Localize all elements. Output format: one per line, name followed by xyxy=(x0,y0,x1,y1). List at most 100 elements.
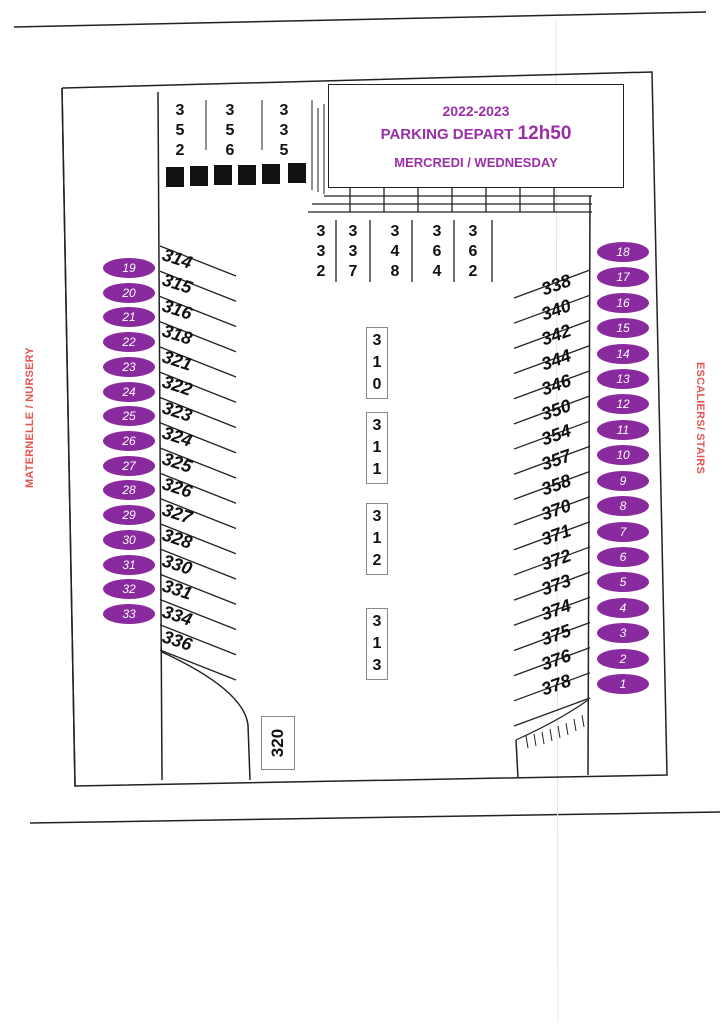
top-slot-362-digit: 2 xyxy=(468,263,478,280)
slot-320-label: 320 xyxy=(268,728,287,758)
right-stall-line xyxy=(513,647,591,677)
top-slot-348-digit: 4 xyxy=(390,243,400,260)
top-slot-364-digit: 6 xyxy=(432,243,442,260)
top-slot-332-digit: 3 xyxy=(316,243,326,260)
bus-stop-27: 27 xyxy=(103,455,155,476)
bus-stop-23: 23 xyxy=(103,356,155,377)
left-stall-line xyxy=(159,245,237,277)
bus-stop-9: 9 xyxy=(597,470,649,491)
top-slot-364-digit: 3 xyxy=(432,223,442,240)
left-stall-line xyxy=(159,270,237,302)
middle-slot-digit: 1 xyxy=(372,635,382,652)
left-stall-line xyxy=(159,447,237,479)
right-stall-line xyxy=(513,621,591,652)
top-slot-352-digit: 2 xyxy=(175,142,185,159)
slot-320-box: 320 xyxy=(261,716,295,770)
bus-stop-33: 33 xyxy=(103,604,155,624)
bus-stop-6: 6 xyxy=(597,546,649,567)
bus-stop-17: 17 xyxy=(597,267,649,288)
bus-stop-12: 12 xyxy=(597,394,649,415)
left-stall-line xyxy=(159,371,237,403)
middle-slot-digit: 1 xyxy=(372,439,382,456)
top-slot-362-digit: 6 xyxy=(468,243,478,260)
right-stall-line xyxy=(513,672,591,702)
bus-stop-18: 18 xyxy=(597,242,649,262)
left-stall-line xyxy=(159,497,237,530)
left-stall-line xyxy=(159,396,237,429)
bus-stop-21: 21 xyxy=(103,307,155,328)
left-stall-line xyxy=(159,523,237,555)
left-stall-line xyxy=(159,472,237,504)
left-stall-line xyxy=(159,321,237,353)
right-stall-line xyxy=(513,495,591,526)
bus-stop-29: 29 xyxy=(103,505,155,526)
right-stall-line xyxy=(513,269,591,299)
bus-stop-16: 16 xyxy=(597,292,649,313)
middle-slot-digit: 3 xyxy=(372,508,382,525)
right-stall-line xyxy=(513,395,591,425)
top-slot-348-digit: 8 xyxy=(390,263,400,280)
right-stall-line xyxy=(513,294,591,324)
top-slot-352-digit: 5 xyxy=(175,122,185,139)
bus-stop-13: 13 xyxy=(597,369,649,390)
bus-stop-11: 11 xyxy=(597,419,649,440)
middle-slot-digit: 1 xyxy=(372,461,382,478)
title-time: 12h50 xyxy=(517,123,572,144)
right-stall-line xyxy=(513,319,591,349)
bus-stop-8: 8 xyxy=(597,496,649,517)
middle-slot-digit: 0 xyxy=(372,376,382,393)
bus-stop-10: 10 xyxy=(597,445,649,466)
top-slot-362-digit: 3 xyxy=(468,223,478,240)
left-stall-line xyxy=(159,295,237,328)
stairs-label: ESCALIERS/ STAIRS xyxy=(694,362,706,474)
title-box: 2022-2023 PARKING DEPART 12h50 MERCREDI … xyxy=(328,84,624,188)
middle-slot-311: 3 1 1 xyxy=(366,412,388,484)
left-stall-line xyxy=(159,422,237,454)
title-day: MERCREDI / WEDNESDAY xyxy=(394,155,558,170)
right-stall-line xyxy=(513,521,591,551)
left-stall-line xyxy=(159,624,237,656)
top-slot-352-digit: 3 xyxy=(175,102,185,119)
top-slot-337-digit: 3 xyxy=(348,223,358,240)
bus-stop-1: 1 xyxy=(597,674,649,694)
middle-slot-digit: 3 xyxy=(372,417,382,434)
bus-stop-20: 20 xyxy=(103,282,155,303)
right-stall-line xyxy=(513,571,591,601)
left-stall-line xyxy=(159,649,237,681)
top-slot-356-digit: 3 xyxy=(225,102,235,119)
middle-slot-digit: 1 xyxy=(372,530,382,547)
top-slot-332-digit: 2 xyxy=(316,263,326,280)
middle-slot-312: 3 1 2 xyxy=(366,503,388,575)
right-stall-line xyxy=(513,546,591,576)
bus-stop-15: 15 xyxy=(597,318,649,339)
middle-slot-digit: 3 xyxy=(372,332,382,349)
bus-stop-2: 2 xyxy=(597,648,649,669)
bus-stop-22: 22 xyxy=(103,332,155,353)
bus-stop-5: 5 xyxy=(597,572,649,593)
top-slot-337-digit: 3 xyxy=(348,243,358,260)
right-stall-line xyxy=(513,370,591,400)
left-stall-line xyxy=(159,346,237,378)
bus-stop-3: 3 xyxy=(597,623,649,644)
left-stall-line xyxy=(159,548,237,580)
right-stall-line xyxy=(513,445,591,475)
bus-stop-28: 28 xyxy=(103,480,155,501)
middle-slot-digit: 2 xyxy=(372,552,382,569)
top-slot-348-digit: 3 xyxy=(390,223,400,240)
bus-stop-32: 32 xyxy=(103,579,155,600)
top-slot-364-digit: 4 xyxy=(432,263,442,280)
top-slot-335-digit: 3 xyxy=(279,102,289,119)
title-main: PARKING DEPART 12h50 xyxy=(329,123,623,145)
middle-slot-digit: 3 xyxy=(372,657,382,674)
right-stall-line xyxy=(513,470,591,501)
bus-stop-31: 31 xyxy=(103,554,155,575)
bus-stop-30: 30 xyxy=(103,529,155,550)
top-slot-356-digit: 5 xyxy=(225,122,235,139)
bus-stop-26: 26 xyxy=(103,431,155,451)
right-stall-line xyxy=(513,697,591,727)
top-slot-356-digit: 6 xyxy=(225,142,235,159)
title-main-prefix: PARKING DEPART xyxy=(380,126,518,143)
top-slot-337-digit: 7 xyxy=(348,263,358,280)
